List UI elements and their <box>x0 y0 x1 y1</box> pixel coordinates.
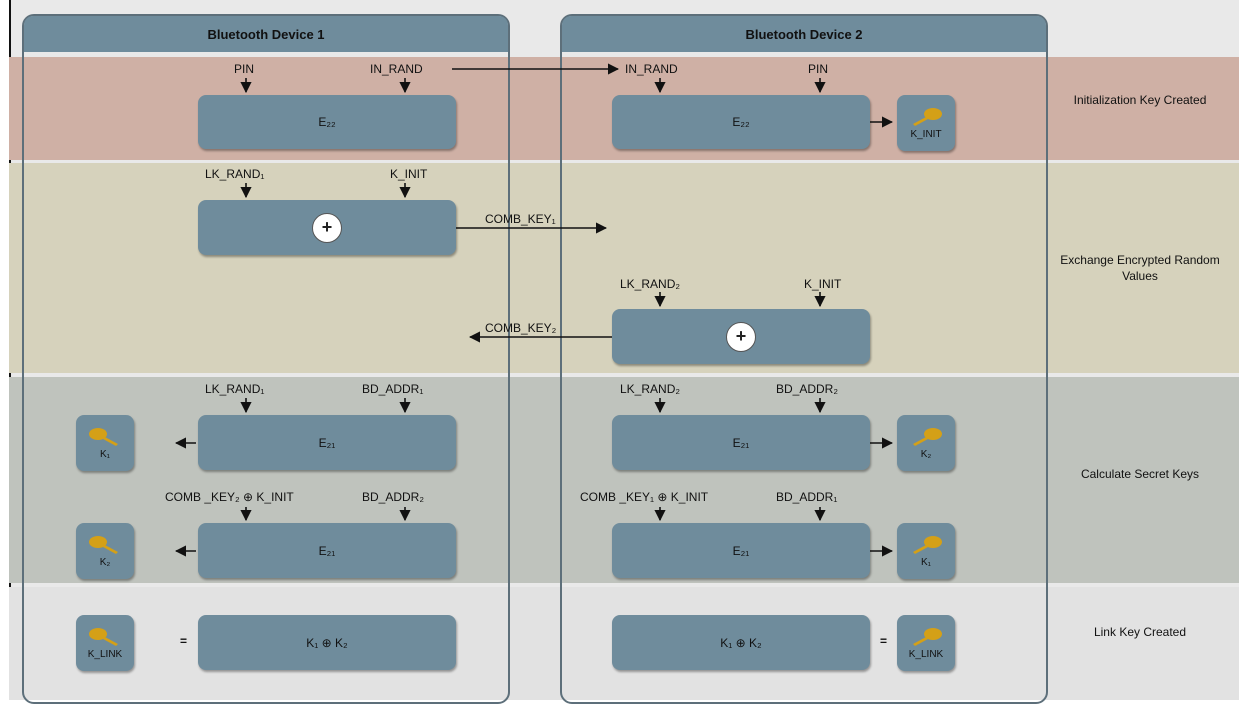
label-combkey1: COMB_KEY₁ <box>485 212 556 226</box>
xor-icon: + <box>312 212 342 243</box>
key-icon <box>89 627 118 646</box>
equals-sign-d1: = <box>180 634 188 648</box>
label-combkey1-xor-kinit: COMB _KEY₁ ⊕ K_INIT <box>580 490 709 504</box>
key-box-klink-d2: K_LINK <box>897 615 955 671</box>
key-icon <box>913 107 942 126</box>
function-k1-xor-k2-d2: K₁ ⊕ K₂ <box>612 615 870 670</box>
xor-box-d2: + <box>612 309 870 364</box>
key-label-k1: K₁ <box>99 448 111 460</box>
label-inrand-d2: IN_RAND <box>625 62 678 76</box>
label-pin-d1: PIN <box>234 62 255 76</box>
label-bdaddr1-d1: BD_ADDR₁ <box>362 382 424 396</box>
label-combkey2-xor-kinit: COMB _KEY₂ ⊕ K_INIT <box>165 490 294 504</box>
xor-icon: + <box>726 321 756 352</box>
label-pin-d2: PIN <box>808 62 829 76</box>
function-e21-d1-row2: E₂₁ <box>198 523 456 578</box>
label-bdaddr2-d2: BD_ADDR₂ <box>776 382 839 396</box>
key-box-k2-d1: K₂ <box>76 523 134 579</box>
label-lkrand1-calc: LK_RAND₁ <box>205 382 265 396</box>
device-2-panel: Bluetooth Device 2 <box>560 14 1048 704</box>
device-2-title: Bluetooth Device 2 <box>562 16 1046 52</box>
key-label-k2: K₂ <box>99 556 111 568</box>
phase-label-link: Link Key Created <box>1093 625 1187 639</box>
key-icon <box>913 427 942 446</box>
equals-sign-d2: = <box>880 634 888 648</box>
label-lkrand2-d2: LK_RAND₂ <box>620 277 681 291</box>
label-bdaddr2-d1: BD_ADDR₂ <box>362 490 425 504</box>
key-icon <box>89 535 118 554</box>
function-k1-xor-k2-d1: K₁ ⊕ K₂ <box>198 615 456 670</box>
key-icon <box>913 535 942 554</box>
label-combkey2: COMB_KEY₂ <box>485 321 557 335</box>
function-e21-d2-row2: E₂₁ <box>612 523 870 578</box>
function-e21-d1-row1: E₂₁ <box>198 415 456 470</box>
phase-label-exchange: Exchange Encrypted Random Values <box>1060 253 1220 283</box>
key-label-klink: K_LINK <box>908 648 944 660</box>
key-box-k1-d1: K₁ <box>76 415 134 471</box>
key-icon <box>913 627 942 646</box>
key-box-k1-d2: K₁ <box>897 523 955 579</box>
key-label-klink: K_LINK <box>87 648 123 660</box>
function-e21-d2-row1: E₂₁ <box>612 415 870 470</box>
key-label-k2: K₂ <box>920 448 932 460</box>
label-inrand-d1: IN_RAND <box>370 62 423 76</box>
key-icon <box>89 427 118 446</box>
key-label-k1: K₁ <box>920 556 932 568</box>
phase-label-calculate: Calculate Secret Keys <box>1080 467 1200 481</box>
label-kinit-d1: K_INIT <box>390 167 428 181</box>
phase-label-initialization: Initialization Key Created <box>1073 93 1207 107</box>
function-e22-d2: E₂₂ <box>612 95 870 149</box>
label-lkrand1-d1: LK_RAND₁ <box>205 167 265 181</box>
label-bdaddr1-d2: BD_ADDR₁ <box>776 490 838 504</box>
label-kinit-d2: K_INIT <box>804 277 842 291</box>
key-label-kinit: K_INIT <box>910 128 942 140</box>
key-box-klink-d1: K_LINK <box>76 615 134 671</box>
key-box-k2-d2: K₂ <box>897 415 955 471</box>
key-box-kinit: K_INIT <box>897 95 955 151</box>
function-e22-d1: E₂₂ <box>198 95 456 149</box>
label-lkrand2-calc: LK_RAND₂ <box>620 382 681 396</box>
device-1-title: Bluetooth Device 1 <box>24 16 508 52</box>
xor-box-d1: + <box>198 200 456 255</box>
